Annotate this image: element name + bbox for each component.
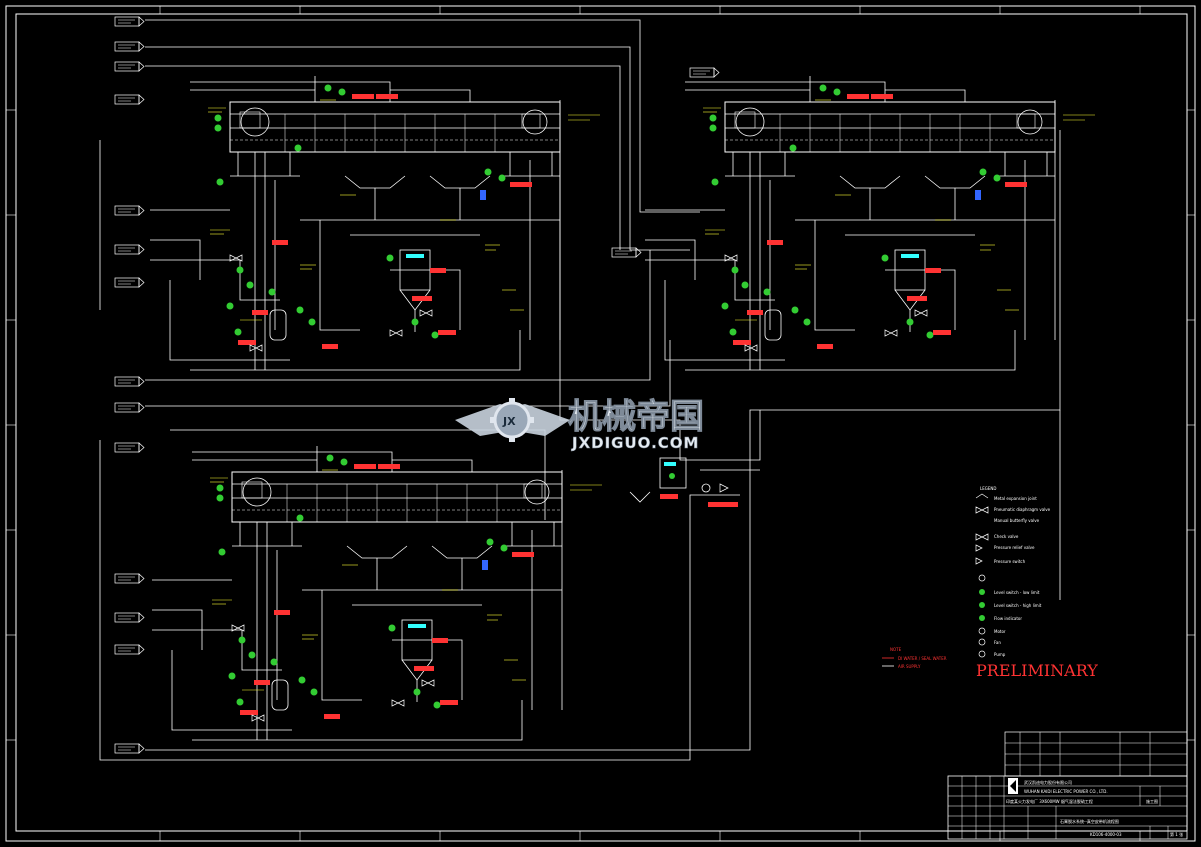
legend-title: LEGEND [980,486,996,491]
line-legend: NOTE DI WATER / SEAL WATER AIR SUPPLY [882,647,947,669]
legend-item: Motor [994,629,1006,634]
sheet-number: 第 1 张 [1170,831,1183,837]
legend-item: Metal expansion joint [994,496,1037,501]
title-block: 武汉凯迪电力股份有限公司 WUHAN KAIDI ELECTRIC POWER … [947,731,1188,840]
preliminary-stamp: PRELIMINARY [976,661,1098,680]
drawing-stage: 施工图 [1146,798,1158,804]
watermark-logo-text: JX [502,415,516,428]
belt-filter-unit-3 [151,445,603,741]
legend-item: Check valve [994,534,1019,539]
drawing-border [5,5,1196,842]
project-name: 印度某火力发电厂 3X600MW 烟气湿法脱硫工程 [1006,798,1093,804]
belt-filter-unit-2 [644,75,1096,371]
legend-item: Fan [994,640,1001,645]
legend-item: Manual butterfly valve [994,518,1040,523]
line-legend-item: DI WATER / SEAL WATER [898,656,947,661]
transfer-pump [629,457,738,507]
watermark: JX 机械帝国 JXDIGUO.COM [455,397,705,452]
interface-tags-left [114,16,720,754]
line-legend-item: AIR SUPPLY [898,664,921,669]
watermark-brand-cn: 机械帝国 [568,397,704,437]
legend-item: Pump [994,652,1006,657]
legend-item: Pressure switch [994,559,1026,564]
drawing-number: KD106-4000-03 [1090,832,1122,837]
legend: LEGEND Metal expansion joint Pneumatic d… [975,486,1051,658]
legend-item: Level switch - low limit [994,590,1040,595]
watermark-brand-en: JXDIGUO.COM [571,434,699,452]
company-name-cn: 武汉凯迪电力股份有限公司 [1024,779,1072,785]
belt-filter-unit-1 [149,75,601,371]
drawing-title: 石膏脱水系统--真空皮带机流程图 [1060,818,1119,824]
line-legend-title: NOTE [890,647,902,652]
legend-item: Pneumatic diaphragm valve [994,507,1051,512]
legend-item: Level switch - high limit [994,603,1042,608]
legend-item: Flow indicator [994,616,1022,621]
company-name-en: WUHAN KAIDI ELECTRIC POWER CO., LTD. [1024,789,1108,794]
legend-item: Pressure relief valve [994,545,1035,550]
